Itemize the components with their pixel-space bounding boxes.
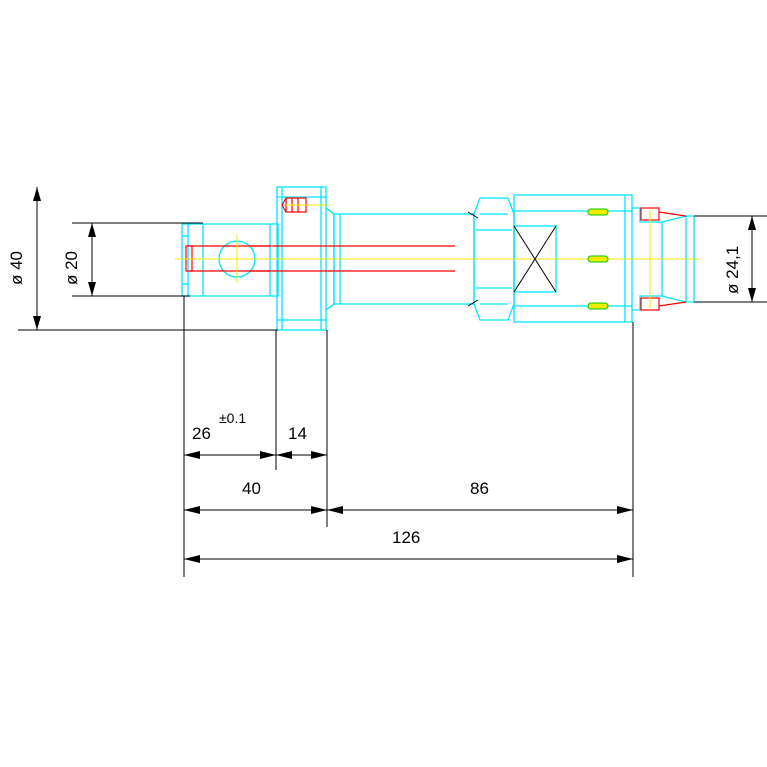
dim-length-126: 126 xyxy=(392,528,420,547)
dim-length-86: 86 xyxy=(470,479,489,498)
center-lines xyxy=(175,204,700,308)
dim-diameter-24-1: ø 24,1 xyxy=(723,246,742,294)
dim-tolerance-26: ±0.1 xyxy=(219,410,246,426)
hidden-lines xyxy=(185,197,687,311)
dimension-lines xyxy=(18,187,767,577)
housing-details xyxy=(467,208,609,310)
dim-diameter-40: ø 40 xyxy=(7,251,26,285)
dim-length-40: 40 xyxy=(242,479,261,498)
dim-diameter-20: ø 20 xyxy=(62,251,81,285)
eye-block xyxy=(181,223,279,297)
dim-length-26: 26 xyxy=(192,424,211,443)
dim-length-14: 14 xyxy=(288,424,307,443)
